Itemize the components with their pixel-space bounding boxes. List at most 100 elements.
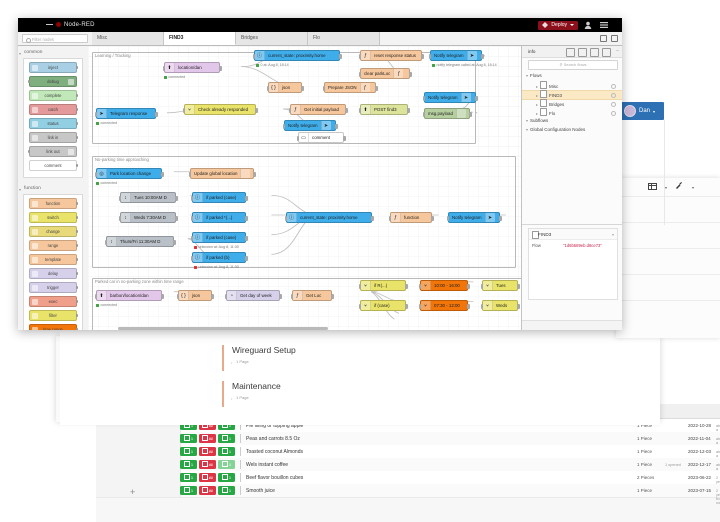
info-icon[interactable] <box>566 48 575 57</box>
flow-node[interactable]: Notify telegram➤ <box>446 212 502 223</box>
output-port[interactable] <box>161 294 164 299</box>
deploy-button[interactable]: Deploy <box>538 20 578 30</box>
output-port[interactable] <box>76 93 78 97</box>
input-port[interactable] <box>190 236 193 241</box>
input-port[interactable] <box>480 304 483 309</box>
tree-twisty-icon[interactable]: ▾ <box>526 73 529 78</box>
flow-enabled-toggle[interactable] <box>611 92 616 98</box>
input-port[interactable] <box>422 112 425 117</box>
palette-node-time-range[interactable]: time range <box>29 324 78 330</box>
input-port[interactable] <box>358 108 361 113</box>
collapse-icon[interactable]: − <box>616 48 619 54</box>
output-port[interactable] <box>343 136 346 141</box>
output-port[interactable] <box>517 284 520 289</box>
output-port[interactable] <box>211 294 214 299</box>
input-port[interactable] <box>190 216 193 221</box>
palette-node-complete[interactable]: complete <box>29 90 78 101</box>
output-port[interactable] <box>175 196 178 201</box>
output-port[interactable] <box>255 108 258 113</box>
output-port[interactable] <box>431 216 434 221</box>
output-port[interactable] <box>517 304 520 309</box>
flow-node[interactable]: ⑂if R(...) <box>358 280 408 291</box>
output-port[interactable] <box>405 304 408 309</box>
flow-node[interactable]: ⑂Tues <box>480 280 520 291</box>
palette-node-inject[interactable]: inject <box>29 62 78 73</box>
flow-node[interactable]: { }json <box>176 290 214 301</box>
output-port[interactable] <box>409 72 412 77</box>
output-port[interactable] <box>245 196 248 201</box>
open-button[interactable]: 1 <box>218 459 235 469</box>
flow-node[interactable]: ◔Get day of week <box>224 290 282 301</box>
output-port[interactable] <box>245 256 248 261</box>
output-port[interactable] <box>371 216 374 221</box>
palette-node-exec[interactable]: exec <box>29 296 78 307</box>
palette-node-link-in[interactable]: link in <box>29 132 78 143</box>
consume-button[interactable]: 1 <box>180 459 197 469</box>
table-view-icon[interactable] <box>648 182 657 192</box>
help-icon[interactable] <box>578 48 587 57</box>
flow-node[interactable]: ⑂10:00 - 16:00 <box>418 280 470 291</box>
flow-tree-item-flows[interactable]: ▾Flows <box>526 72 622 80</box>
input-port[interactable] <box>94 112 97 117</box>
output-port[interactable] <box>155 112 158 117</box>
open-button[interactable]: 1 <box>218 485 235 495</box>
open-button[interactable]: 1 <box>218 472 235 482</box>
palette-category-function[interactable]: ▾function <box>18 182 88 194</box>
flow-node[interactable]: ⑂Check already responded <box>182 104 258 115</box>
expand-icon[interactable]: ▾ <box>611 232 614 237</box>
input-port[interactable] <box>190 196 193 201</box>
wrench-icon[interactable] <box>675 182 684 192</box>
filter-nodes-input[interactable]: Filter nodes <box>22 34 88 43</box>
output-port[interactable] <box>76 285 78 289</box>
palette-node-trigger[interactable]: trigger <box>29 282 78 293</box>
tree-twisty-icon[interactable]: ▾ <box>526 118 529 123</box>
flow-node[interactable]: ▭comment <box>296 132 346 143</box>
canvas-horizontal-scrollbar[interactable] <box>118 326 328 330</box>
user-icon[interactable] <box>584 21 592 29</box>
palette-node-change[interactable]: change <box>29 226 78 237</box>
palette-node-switch[interactable]: switch <box>29 212 78 223</box>
input-port[interactable] <box>418 304 421 309</box>
chevron-down-icon-b[interactable]: ▾ <box>692 184 695 190</box>
flow-tab-find3[interactable]: FIND3 <box>164 32 236 45</box>
flow-tree-item-global-configuration-nodes[interactable]: ▾Global Configuration Nodes <box>526 126 622 134</box>
input-port[interactable] <box>288 108 291 113</box>
input-port[interactable] <box>418 284 421 289</box>
input-port[interactable] <box>252 54 255 59</box>
open-button[interactable]: 1 <box>218 433 235 443</box>
palette-node-delay[interactable]: delay <box>29 268 78 279</box>
flow-node[interactable]: Notify telegram➤ <box>422 92 478 103</box>
debug-icon[interactable] <box>590 48 599 57</box>
output-port[interactable] <box>475 96 478 101</box>
consume-all-button[interactable]: All <box>199 459 216 469</box>
consume-all-button[interactable]: All <box>199 472 216 482</box>
output-port[interactable] <box>76 215 78 219</box>
input-port[interactable] <box>118 196 121 201</box>
input-port[interactable] <box>94 172 97 177</box>
output-port[interactable] <box>421 54 424 59</box>
flow-node[interactable]: Update global location <box>188 168 256 179</box>
input-port[interactable] <box>358 54 361 59</box>
output-port[interactable] <box>335 124 338 129</box>
flow-tree-item-subflows[interactable]: ▾Subflows <box>526 117 622 125</box>
flow-tab-flo[interactable]: Flo <box>308 32 380 45</box>
input-port[interactable] <box>224 294 227 299</box>
output-port[interactable] <box>76 327 78 330</box>
gear-icon[interactable] <box>602 48 611 57</box>
output-port[interactable] <box>173 240 176 245</box>
palette-node-link-out[interactable]: link out <box>28 146 77 157</box>
output-port[interactable] <box>245 236 248 241</box>
dan-user-badge[interactable]: Dan ▾ <box>620 102 664 120</box>
input-port[interactable] <box>428 54 431 59</box>
flow-node[interactable]: ⑂if (case) <box>358 300 408 311</box>
input-port[interactable] <box>104 240 107 245</box>
flow-node[interactable]: ⬆location/dan <box>162 62 222 73</box>
